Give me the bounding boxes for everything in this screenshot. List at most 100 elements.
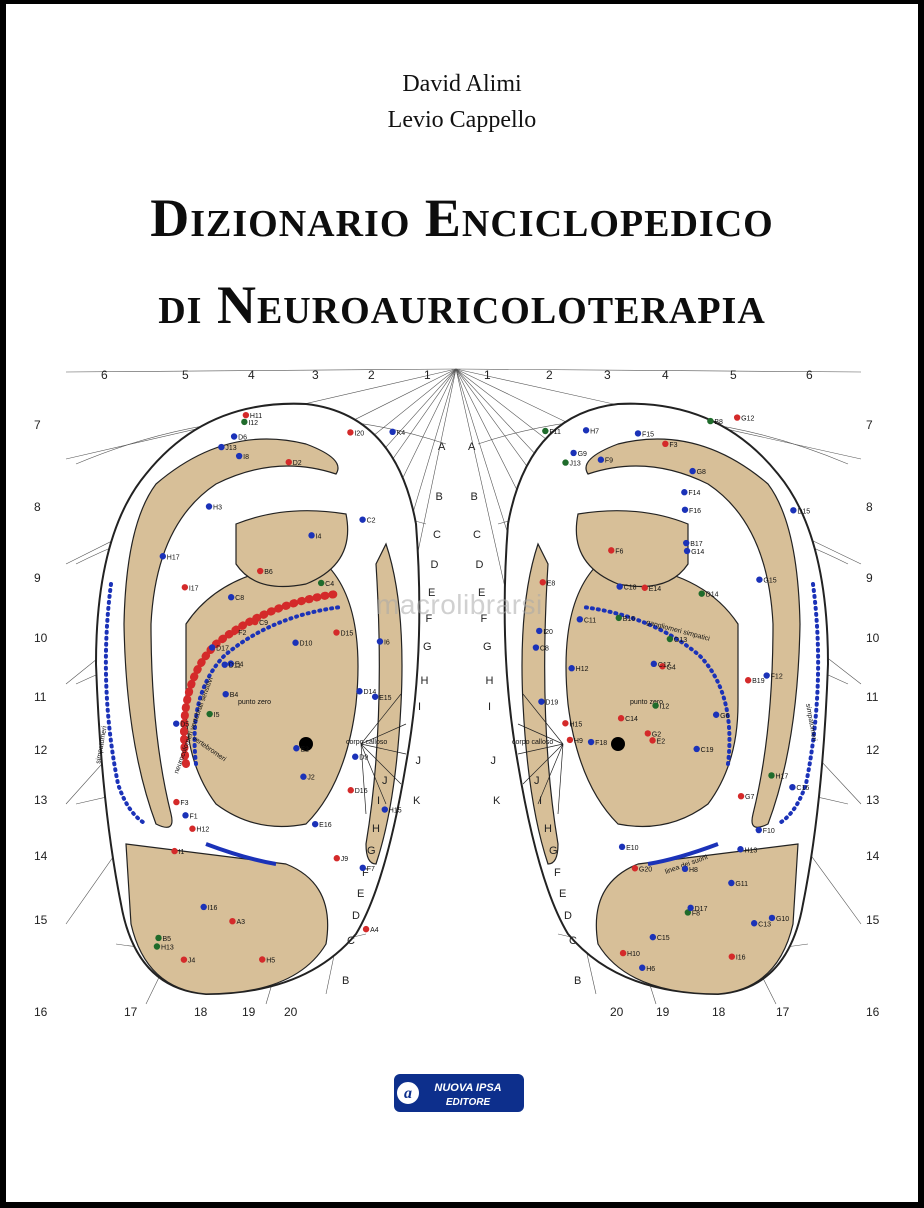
acupoint-dot <box>582 427 590 434</box>
letter-left-lower: E <box>357 888 364 900</box>
acupoint-label: F8 <box>692 910 700 917</box>
acupoint-label: D11 <box>229 663 241 670</box>
acupoint-dot <box>681 865 689 873</box>
side-number-right: 8 <box>866 500 873 514</box>
acupoint-dot <box>618 843 626 851</box>
acupoint-label: C13 <box>758 921 771 928</box>
top-number-left: 2 <box>368 368 375 382</box>
side-number-right: 14 <box>866 849 880 863</box>
acupoint-label: H7 <box>590 428 599 435</box>
bottom-number-right: 17 <box>776 1005 790 1019</box>
acupoint-label: D19 <box>545 700 558 707</box>
side-number-left: 8 <box>34 500 41 514</box>
acupoint-dot <box>536 627 543 635</box>
letter-right: K <box>493 795 501 807</box>
acupoint-dot <box>180 956 188 963</box>
acupoint-dot <box>644 730 651 737</box>
acupoint-label: G15 <box>763 578 776 585</box>
acupoint-label: F3 <box>669 442 677 449</box>
acupoint-dot <box>631 865 639 872</box>
acupoint-label: D5 <box>180 722 189 729</box>
acupoint-dot <box>293 745 300 752</box>
acupoint-label: G14 <box>691 549 704 556</box>
acupoint-label: G7 <box>745 794 754 801</box>
acupoint-dot <box>649 933 657 941</box>
left-tragus <box>365 542 403 865</box>
acupoint-dot <box>362 925 370 933</box>
acupoint-label: F11 <box>549 429 561 436</box>
acupoint-dot <box>737 792 745 800</box>
acupoint-dot <box>744 677 752 684</box>
acupoint-label: H12 <box>576 666 589 673</box>
acupoint-dot <box>615 614 622 622</box>
acupoint-dot <box>616 583 623 590</box>
letter-right: H <box>486 675 494 687</box>
acupoint-dot <box>259 956 266 963</box>
letter-right-lower: B <box>574 975 581 987</box>
letter-left: C <box>433 529 441 541</box>
acupoint-dot <box>681 506 689 513</box>
top-number-left: 3 <box>312 368 319 382</box>
acupoint-dot <box>639 964 646 971</box>
acupoint-label: I16 <box>736 955 746 962</box>
letter-right: F <box>481 613 488 625</box>
acupoint-label: D2 <box>293 460 302 467</box>
top-number-right: 5 <box>730 368 737 382</box>
top-number-right: 6 <box>806 368 813 382</box>
acupoint-dot <box>235 452 243 460</box>
acupoint-dot <box>733 414 741 421</box>
acupoint-label: G2 <box>652 731 661 738</box>
left-corpo-calloso-fan <box>360 693 407 815</box>
letter-left-lower: C <box>347 935 355 947</box>
acupoint-dot <box>538 698 545 705</box>
acupoint-dot <box>333 629 340 636</box>
acupoint-dot <box>755 826 762 834</box>
acupoint-label: H15 <box>389 808 402 815</box>
acupoint-label: H13 <box>161 945 174 952</box>
bottom-number-left: 17 <box>124 1005 138 1019</box>
acupoint-label: G20 <box>639 866 652 873</box>
acupoint-label: C8 <box>540 646 549 653</box>
side-number-left: 10 <box>34 631 48 645</box>
side-number-left: 14 <box>34 849 48 863</box>
acupoint-dot <box>218 443 225 451</box>
publisher-name: NUOVA IPSA <box>434 1082 501 1094</box>
left-helix <box>123 438 339 828</box>
acupoint-label: D15 <box>797 508 810 515</box>
acupoint-label: I4 <box>316 533 322 540</box>
acupoint-label: B8 <box>714 419 723 426</box>
letter-right: I <box>488 701 491 713</box>
acupoint-label: J2 <box>307 775 315 782</box>
acupoint-label: I5 <box>214 712 220 719</box>
acupoint-label: D17 <box>695 906 708 913</box>
acupoint-dot <box>347 787 354 794</box>
side-number-left: 7 <box>34 418 41 432</box>
acupoint-label: I20 <box>543 629 553 636</box>
letter-right: B <box>471 491 478 503</box>
acupoint-dot <box>230 433 238 440</box>
letter-left-lower: J <box>382 775 388 787</box>
acupoint-label: E10 <box>626 845 639 852</box>
acupoint-dot <box>227 594 235 601</box>
acupoint-label: F9 <box>605 458 613 465</box>
acupoint-label: H3 <box>213 504 222 511</box>
letter-left: I <box>418 701 421 713</box>
title-line-1: Dizionario Enciclopedico <box>150 188 774 248</box>
acupoint-label: G6 <box>720 713 729 720</box>
acupoint-label: D16 <box>355 788 368 795</box>
publisher-editore: EDITORE <box>446 1097 491 1108</box>
acupoint-label: C2 <box>367 518 376 525</box>
letter-right: E <box>478 587 485 599</box>
acupoint-dot <box>359 516 366 523</box>
acupoint-dot <box>641 584 648 591</box>
acupoint-label: C9 <box>259 620 268 627</box>
acupoint-label: B17 <box>690 541 703 548</box>
letter-left: A <box>438 441 446 453</box>
letter-left: J <box>416 755 422 767</box>
acupoint-dot <box>171 847 178 855</box>
acupoint-dot <box>756 576 763 583</box>
acupoint-dot <box>587 738 595 746</box>
letter-right-lower: I <box>539 795 542 807</box>
acupoint-dot <box>728 879 735 887</box>
acupoint-label: H17 <box>775 773 788 780</box>
